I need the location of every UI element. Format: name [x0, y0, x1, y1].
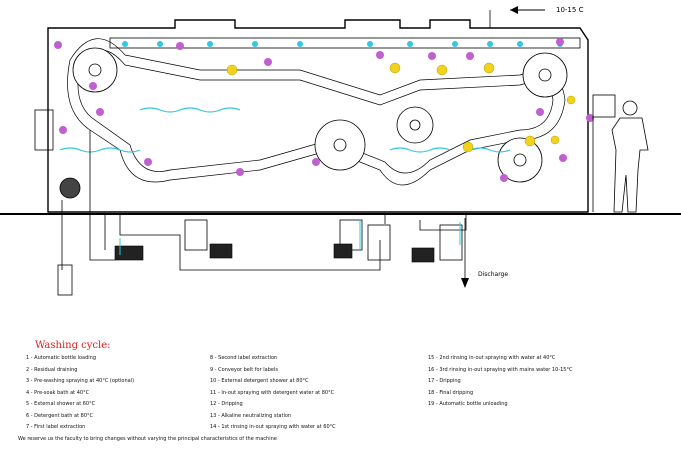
cycle-step: 3 - Pre-washing spraying at 40°C (option… [26, 378, 135, 384]
spray-nozzles [122, 41, 563, 47]
storage-tanks [184, 219, 463, 261]
unloading-station [592, 94, 616, 212]
cycle-step: 5 - External shower at 60°C [26, 401, 96, 407]
sprocket-wheels [72, 47, 568, 183]
pipework [89, 10, 491, 271]
top-manifold [109, 37, 581, 49]
discharge-outlet: Discharge [461, 255, 508, 288]
cycle-step: 19 - Automatic bottle unloading [428, 401, 508, 407]
cycle-list-column-3: 15 - 2nd rinsing in-out spraying with wa… [428, 353, 572, 411]
inlet-temperature-label: 10-15 C [556, 6, 584, 14]
cycle-step: 18 - Final dripping [428, 389, 474, 396]
disclaimer-footer: We reserve us the faculty to bring chang… [18, 436, 277, 442]
cycle-step: 1 - Automatic bottle loading [26, 355, 97, 361]
cycle-step: 7 - First label extraction [26, 424, 86, 430]
nozzle-markers [226, 62, 576, 153]
water-inlet: 10-15 C [510, 6, 584, 14]
cycle-step: 15 - 2nd rinsing in-out spraying with wa… [428, 355, 556, 361]
washing-cycle-title: Washing cycle: [35, 340, 111, 351]
water-baths [59, 107, 511, 153]
machine-frame [47, 19, 589, 213]
cycle-step: 17 - Dripping [428, 378, 461, 384]
cycle-step: 4 - Pre-soak bath at 40°C [26, 389, 90, 396]
cycle-step: 10 - External detergent shower at 80°C [210, 378, 309, 384]
cycle-step: 6 - Detergent bath at 80°C [26, 412, 93, 419]
cycle-step: 13 - Alkaline neutralizing station [210, 412, 292, 419]
washing-machine-diagram: 10-15 C Discharge [0, 6, 681, 296]
cycle-step: 9 - Conveyor belt for labels [210, 366, 278, 373]
operator-figure [611, 100, 649, 213]
cycle-step: 8 - Second label extraction [210, 355, 278, 361]
loading-station [34, 109, 81, 296]
pumps [114, 243, 435, 263]
cycle-step: 11 - In-out spraying with detergent wate… [210, 389, 335, 396]
cycle-step: 16 - 3rd rinsing in-out spraying with ma… [428, 366, 573, 373]
cycle-list-column-1: 1 - Automatic bottle loading 2 - Residua… [26, 353, 134, 434]
cycle-step: 14 - 1st rinsing in-out spraying with wa… [210, 424, 336, 430]
discharge-label: Discharge [478, 271, 508, 278]
cycle-step: 2 - Residual draining [26, 366, 78, 373]
cycle-list-column-2: 8 - Second label extraction 9 - Conveyor… [210, 353, 336, 434]
cycle-step: 12 - Dripping [210, 401, 243, 407]
pipework-water [119, 220, 461, 255]
stage-markers [54, 38, 594, 182]
